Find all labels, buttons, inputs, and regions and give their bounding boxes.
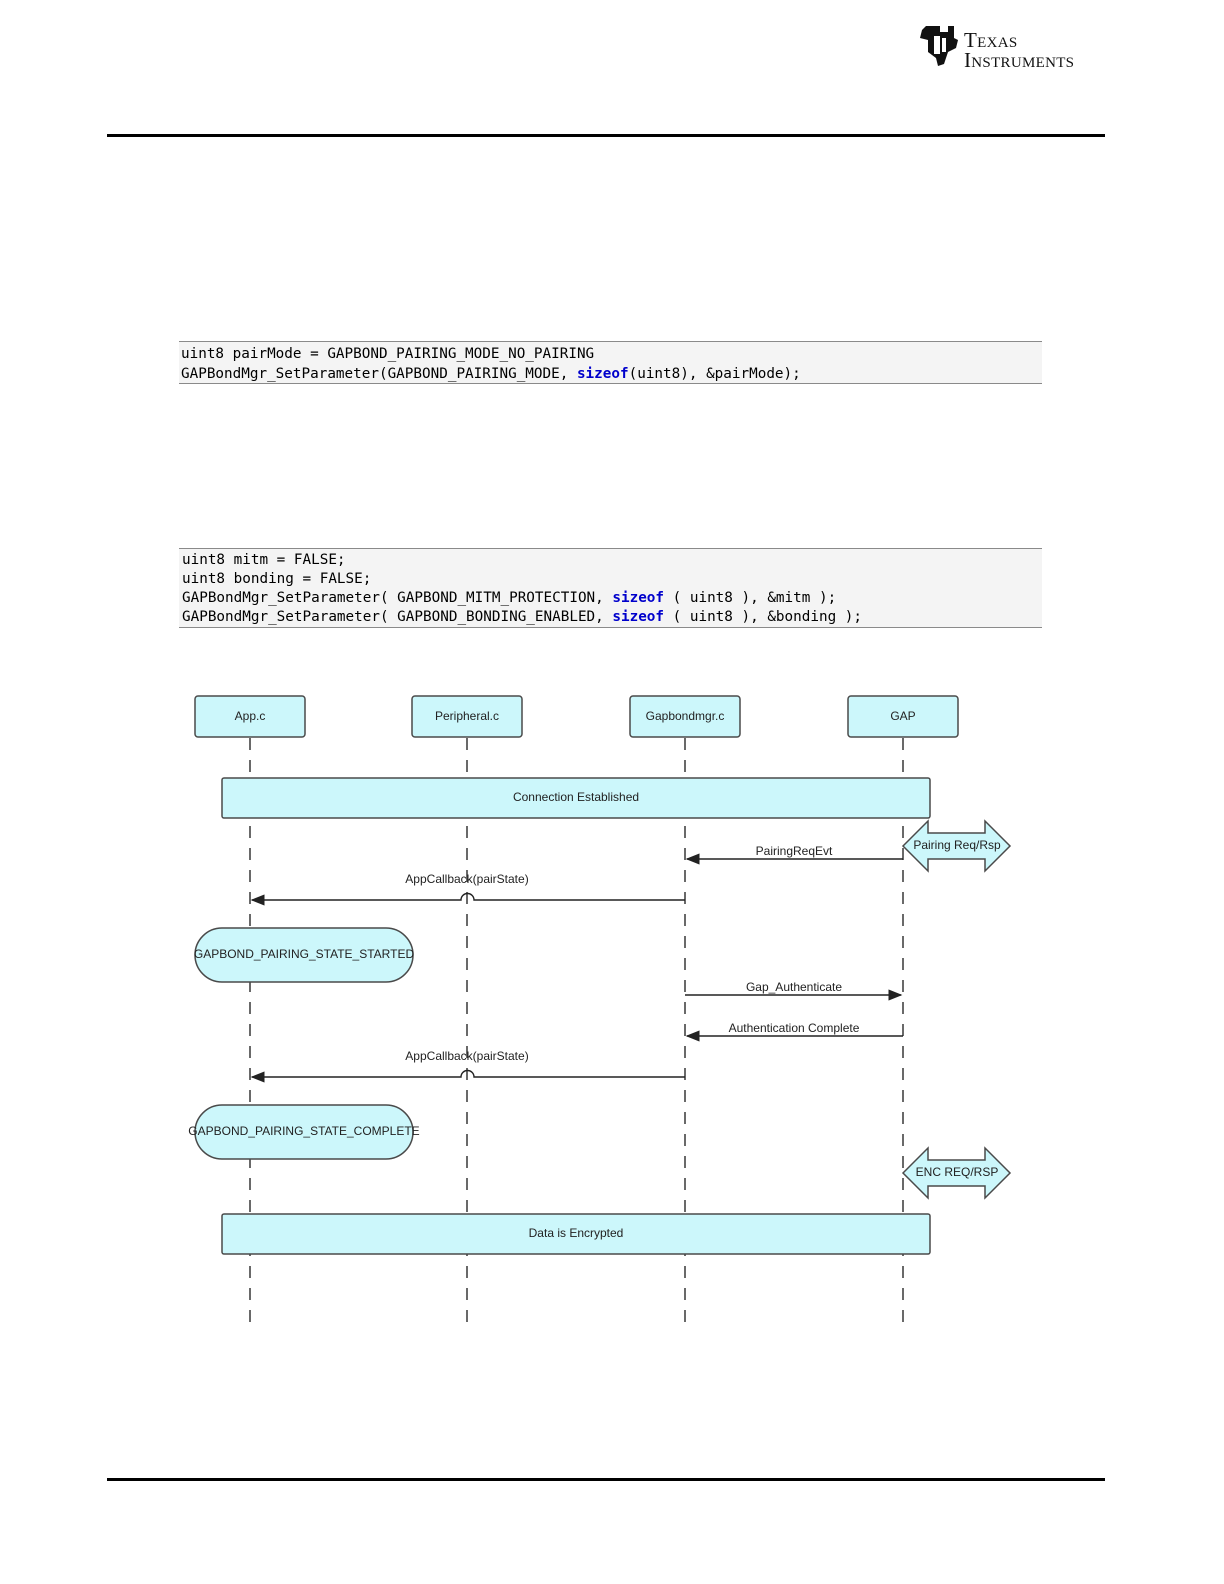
- code-text: uint8 mitm = FALSE;: [182, 552, 346, 568]
- msg-auth-complete-label: Authentication Complete: [729, 1021, 860, 1035]
- state-complete: GAPBOND_PAIRING_STATE_COMPLETE: [188, 1104, 420, 1160]
- code-keyword: sizeof: [612, 590, 665, 606]
- pairing-req-rsp-arrow: Pairing Req/Rsp: [901, 819, 1012, 873]
- participant-peripheral-label: Peripheral.c: [435, 709, 499, 723]
- code-line: uint8 pairMode = GAPBOND_PAIRING_MODE_NO…: [179, 344, 1042, 364]
- msg-app-callback-1: AppCallback(pairState): [250, 872, 685, 906]
- code-text: GAPBondMgr_SetParameter( GAPBOND_BONDING…: [182, 609, 613, 625]
- code-text: uint8 pairMode = GAPBOND_PAIRING_MODE_NO…: [181, 346, 595, 362]
- code-text: GAPBondMgr_SetParameter(GAPBOND_PAIRING_…: [181, 366, 577, 382]
- participant-gap: GAP: [847, 695, 959, 738]
- ti-state-icon: [920, 26, 958, 66]
- header-rule: [107, 134, 1105, 137]
- code-line: uint8 bonding = FALSE;: [179, 570, 1042, 589]
- footer-rule: [107, 1478, 1105, 1481]
- code-text: ( uint8 ), &mitm );: [664, 590, 837, 606]
- enc-req-rsp-arrow: ENC REQ/RSP: [901, 1146, 1012, 1200]
- state-started-label: GAPBOND_PAIRING_STATE_STARTED: [194, 947, 415, 961]
- msg-pairing-req-evt-label: PairingReqEvt: [756, 844, 833, 858]
- msg-app-callback-2-label: AppCallback(pairState): [405, 1049, 528, 1063]
- data-encrypted-bar: Data is Encrypted: [221, 1213, 931, 1255]
- ti-logo: Texas Instruments: [918, 22, 1108, 72]
- connection-established-label: Connection Established: [513, 790, 639, 804]
- code-line: GAPBondMgr_SetParameter( GAPBOND_BONDING…: [179, 608, 1042, 627]
- msg-app-callback-2: AppCallback(pairState): [250, 1049, 685, 1083]
- code-text: ( uint8 ), &bonding );: [664, 609, 863, 625]
- msg-pairing-req-evt: PairingReqEvt: [685, 844, 903, 865]
- msg-gap-authenticate-label: Gap_Authenticate: [746, 980, 842, 994]
- logo-wordmark: Texas Instruments: [964, 28, 1075, 72]
- code-line: GAPBondMgr_SetParameter(GAPBOND_PAIRING_…: [179, 364, 1042, 384]
- code-text: uint8 bonding = FALSE;: [182, 571, 372, 587]
- code-keyword: sizeof: [612, 609, 665, 625]
- code-keyword: sizeof: [576, 366, 629, 382]
- connection-established-bar: Connection Established: [221, 777, 931, 819]
- code-text: GAPBondMgr_SetParameter( GAPBOND_MITM_PR…: [182, 590, 613, 606]
- code-block-mitm-bonding: uint8 mitm = FALSE; uint8 bonding = FALSE…: [179, 548, 1042, 628]
- state-complete-label: GAPBOND_PAIRING_STATE_COMPLETE: [188, 1124, 419, 1138]
- code-block-pairing-mode: uint8 pairMode = GAPBOND_PAIRING_MODE_NO…: [179, 341, 1042, 384]
- msg-auth-complete: Authentication Complete: [685, 1021, 903, 1042]
- code-line: uint8 mitm = FALSE;: [179, 551, 1042, 570]
- participant-peripheral: Peripheral.c: [411, 695, 523, 738]
- msg-app-callback-1-label: AppCallback(pairState): [405, 872, 528, 886]
- data-encrypted-label: Data is Encrypted: [529, 1226, 624, 1240]
- enc-req-rsp-label: ENC REQ/RSP: [916, 1165, 999, 1179]
- msg-gap-authenticate: Gap_Authenticate: [685, 980, 903, 1001]
- pairing-req-rsp-label: Pairing Req/Rsp: [913, 838, 1001, 852]
- participant-gapbondmgr-label: Gapbondmgr.c: [646, 709, 725, 723]
- participant-gapbondmgr: Gapbondmgr.c: [629, 695, 741, 738]
- participant-app: App.c: [194, 695, 306, 738]
- logo-line-2: Instruments: [964, 48, 1075, 72]
- logo-line-1: Texas: [964, 28, 1018, 52]
- state-started: GAPBOND_PAIRING_STATE_STARTED: [194, 927, 415, 983]
- code-text: (uint8), &pairMode);: [628, 366, 801, 382]
- code-line: GAPBondMgr_SetParameter( GAPBOND_MITM_PR…: [179, 589, 1042, 608]
- participant-app-label: App.c: [235, 709, 266, 723]
- participant-gap-label: GAP: [890, 709, 915, 723]
